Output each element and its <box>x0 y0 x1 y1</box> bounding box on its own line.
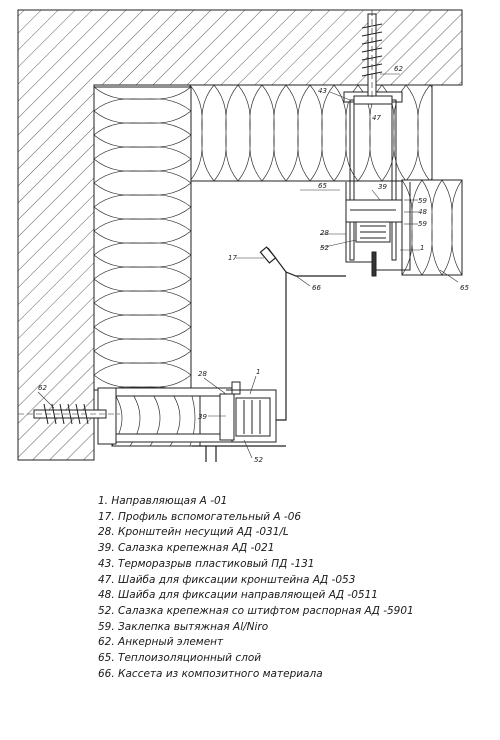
legend-item: 17. Профиль вспомогательный А -06 <box>98 510 302 523</box>
callout-62-left: 62 <box>38 384 47 392</box>
bottom-bracket <box>97 381 277 445</box>
callout-1-top: 1 <box>420 244 424 252</box>
legend-item: 52. Салазка крепежная со штифтом распорн… <box>98 604 414 617</box>
legend-item: 39. Салазка крепежная АД -021 <box>98 542 275 555</box>
callout-52-top: 52 <box>320 244 329 252</box>
legend: 1. Направляющая А -01 17. Профиль вспомог… <box>98 494 488 682</box>
callout-1-bottom: 1 <box>256 368 260 376</box>
top-bracket <box>343 91 411 277</box>
callout-43: 43 <box>318 87 327 95</box>
legend-item: 62. Анкерный элемент <box>98 636 224 649</box>
callout-39-bottom: 39 <box>198 413 207 421</box>
legend-item: 59. Заклепка вытяжная Al/Niro <box>98 620 269 633</box>
callout-59-a: 59 <box>418 197 427 205</box>
callout-65-right: 65 <box>460 284 469 292</box>
cassette-profile <box>192 246 346 462</box>
anchor-left <box>18 403 120 425</box>
insulation-top <box>189 84 433 182</box>
legend-item: 48. Шайба для фиксации направляющей АД -… <box>98 589 378 602</box>
anchor-top <box>361 10 383 100</box>
legend-item: 28. Кронштейн несущий АД -031/L <box>98 526 289 539</box>
leader-lines <box>37 73 459 459</box>
insulation-left <box>93 86 192 391</box>
legend-item: 66. Кассета из композитного материала <box>98 667 323 680</box>
legend-item: 65. Теплоизоляционный слой <box>98 652 262 665</box>
callout-59-b: 59 <box>418 220 427 228</box>
callout-47: 47 <box>372 114 381 122</box>
legend-item: 47. Шайба для фиксации кронштейна АД -05… <box>98 573 356 586</box>
insulation-right <box>401 179 463 276</box>
callout-28-bottom: 28 <box>198 370 207 378</box>
callout-66: 66 <box>312 284 321 292</box>
callout-52-bottom: 52 <box>254 456 263 464</box>
legend-item: 1. Направляющая А -01 <box>98 495 228 507</box>
callout-17: 17 <box>228 254 237 262</box>
callout-62-top: 62 <box>394 65 403 73</box>
legend-item: 43. Терморазрыв пластиковый ПД -131 <box>98 557 315 570</box>
callout-39-top: 39 <box>378 183 387 191</box>
callout-28-top: 28 <box>320 229 329 237</box>
callout-65-top: 65 <box>318 182 327 190</box>
callout-48: 48 <box>418 208 427 216</box>
